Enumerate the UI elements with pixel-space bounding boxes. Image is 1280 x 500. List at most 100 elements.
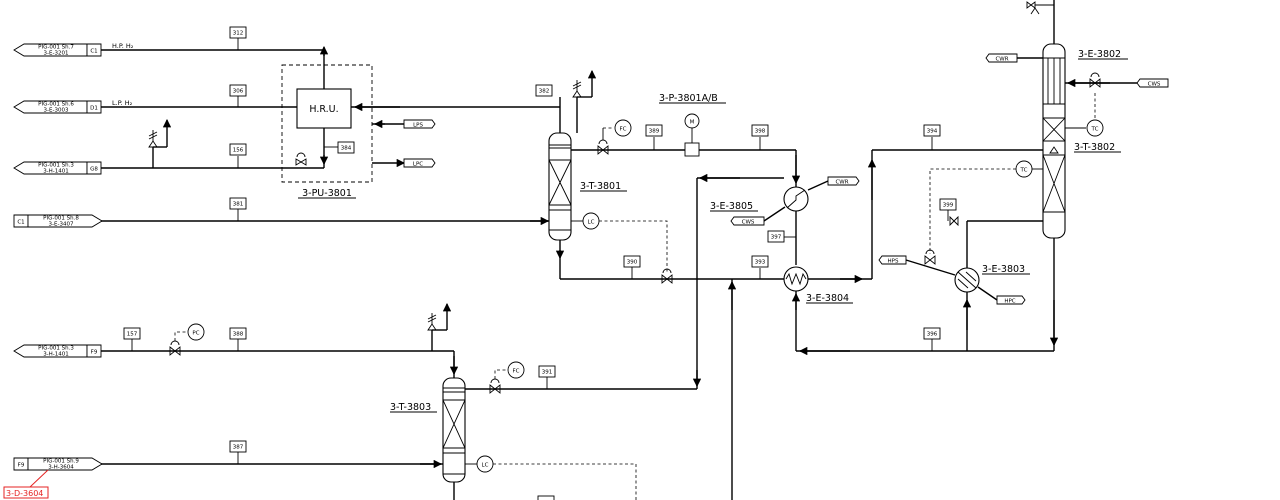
control-valve-hps[interactable]	[924, 249, 936, 265]
hp-h2-label: H.P. H₂	[112, 42, 134, 50]
line-tag-partial	[537, 495, 555, 500]
control-valve-tc[interactable]	[1089, 72, 1101, 88]
exchanger-3-e-3803[interactable]	[954, 267, 980, 293]
utility-cwr-1[interactable]: CWR	[827, 176, 860, 186]
lp-h2-label: L.P. H₂	[112, 99, 133, 107]
offpage-sheet: PIG-001 Sh.8	[43, 216, 79, 222]
utility-cwr-2[interactable]: CWR	[985, 53, 1018, 63]
svg-text:157: 157	[127, 332, 138, 338]
hru-unit[interactable]: H.R.U.	[296, 88, 352, 129]
svg-text:FC: FC	[512, 369, 519, 375]
control-valve-lc[interactable]	[661, 268, 673, 284]
svg-text:CWR: CWR	[995, 57, 1008, 63]
svg-text:398: 398	[755, 129, 766, 135]
offpage-equipment: 3-E-3407	[49, 222, 74, 228]
line-tag-306[interactable]: 306	[229, 84, 247, 107]
hru-label: H.R.U.	[309, 104, 338, 115]
line-tag-156[interactable]: 156	[229, 143, 247, 168]
line-tag-387[interactable]: 387	[229, 440, 247, 464]
offpage-connector-2[interactable]: PIG-001 Sh.6 3-E-3003 D1	[13, 100, 102, 114]
line-tag-393[interactable]: 393	[751, 255, 769, 279]
svg-text:390: 390	[627, 260, 638, 266]
control-valve-fc-2[interactable]	[489, 378, 501, 394]
t3803-label: 3-T-3803	[390, 402, 431, 413]
offpage-connector-6[interactable]: F9 PIG-001 Sh.9 3-H-3604	[13, 457, 103, 471]
offpage-code: C1	[17, 220, 24, 226]
line-tag-390[interactable]: 390	[623, 255, 641, 279]
highlight-reference[interactable]: 3-D-3604	[3, 469, 49, 499]
line-tag-157[interactable]: 157	[123, 327, 141, 351]
utility-cws-2[interactable]: CWS	[1136, 78, 1169, 88]
utility-hps[interactable]: HPS	[878, 255, 907, 265]
svg-text:312: 312	[233, 31, 244, 37]
instrument-lc-2[interactable]: LC	[476, 455, 494, 473]
svg-text:LC: LC	[482, 463, 489, 469]
instrument-fc-2[interactable]: FC	[507, 361, 525, 379]
line-tag-391[interactable]: 391	[538, 365, 556, 389]
svg-text:382: 382	[539, 89, 550, 95]
instrument-pc-1[interactable]: PC	[187, 323, 205, 341]
utility-cws-1[interactable]: CWS	[730, 216, 765, 226]
instrument-tc-1[interactable]: TC	[1086, 119, 1104, 137]
line-tag-394[interactable]: 394	[923, 124, 941, 150]
line-tag-381[interactable]: 381	[229, 197, 247, 221]
svg-text:156: 156	[233, 148, 244, 154]
relief-valve-1[interactable]	[148, 118, 172, 168]
control-valve-top[interactable]	[1026, 1, 1054, 15]
exchanger-3-e-3804[interactable]	[783, 266, 809, 292]
offpage-code: D1	[90, 106, 98, 112]
offpage-code: F9	[91, 350, 98, 356]
line-tag-399[interactable]: 399	[939, 198, 957, 221]
offpage-connector-3[interactable]: PIG-001 Sh.3 3-H-1401 G8	[13, 161, 102, 175]
offpage-sheet: PIG-001 Sh.3	[38, 163, 74, 169]
exchanger-3-e-3805[interactable]	[783, 186, 809, 212]
offpage-sheet: PIG-001 Sh.6	[38, 102, 74, 108]
offpage-connector-5[interactable]: PIG-001 Sh.3 3-H-1401 F9	[13, 344, 102, 358]
tower-3-t-3802[interactable]	[1042, 43, 1066, 239]
svg-text:394: 394	[927, 129, 938, 135]
utility-hpc[interactable]: HPC	[996, 295, 1026, 305]
line-tag-397[interactable]: 397	[767, 230, 796, 243]
line-tag-396[interactable]: 396	[923, 327, 941, 351]
highlight-label: 3-D-3604	[6, 489, 43, 498]
manual-valve-399[interactable]	[949, 215, 959, 227]
offpage-equipment: 3-H-3604	[48, 465, 74, 471]
e3805-label: 3-E-3805	[710, 201, 753, 212]
svg-text:384: 384	[341, 146, 352, 152]
line-tag-389[interactable]: 389	[645, 124, 663, 137]
svg-text:391: 391	[542, 370, 553, 376]
svg-text:TC: TC	[1091, 127, 1099, 133]
pump-3-p-3801[interactable]: M	[684, 113, 700, 157]
utility-lpc[interactable]: LPC	[403, 158, 436, 168]
tower-3-t-3803[interactable]	[442, 377, 466, 483]
offpage-connector-4[interactable]: C1 PIG-001 Sh.8 3-E-3407	[13, 214, 103, 228]
control-valve-hru[interactable]	[295, 152, 307, 166]
offpage-equipment: 3-E-3003	[44, 108, 69, 114]
line-tag-312[interactable]: 312	[229, 26, 247, 50]
relief-valve-2[interactable]	[572, 69, 597, 133]
offpage-code: F9	[18, 463, 25, 469]
tower-3-t-3801[interactable]	[548, 132, 572, 241]
line-tag-382[interactable]: 382	[535, 84, 553, 97]
offpage-equipment: 3-E-3201	[44, 51, 69, 57]
svg-text:381: 381	[233, 202, 244, 208]
offpage-equipment: 3-H-1401	[43, 352, 69, 358]
svg-text:387: 387	[233, 445, 244, 451]
svg-text:LPS: LPS	[413, 123, 423, 129]
control-valve-fc[interactable]	[597, 128, 609, 155]
offpage-connector-1[interactable]: PIG-001 Sh.7 3-E-3201 C1	[13, 43, 102, 57]
t3801-label: 3-T-3801	[580, 181, 621, 192]
relief-valve-3[interactable]	[427, 302, 452, 351]
instrument-fc-1[interactable]: FC	[614, 119, 632, 137]
offpage-equipment: 3-H-1401	[43, 169, 69, 175]
svg-text:CWS: CWS	[742, 220, 755, 226]
line-tag-384[interactable]: 384	[324, 141, 355, 154]
instrument-lc-1[interactable]: LC	[582, 212, 600, 230]
control-valve-pc[interactable]	[169, 340, 181, 356]
e3803-label: 3-E-3803	[982, 264, 1025, 275]
instrument-tc-2[interactable]: TC	[1015, 160, 1033, 178]
line-tag-398[interactable]: 398	[751, 124, 769, 150]
line-tag-388[interactable]: 388	[229, 327, 247, 351]
utility-lps[interactable]: LPS	[403, 119, 436, 129]
